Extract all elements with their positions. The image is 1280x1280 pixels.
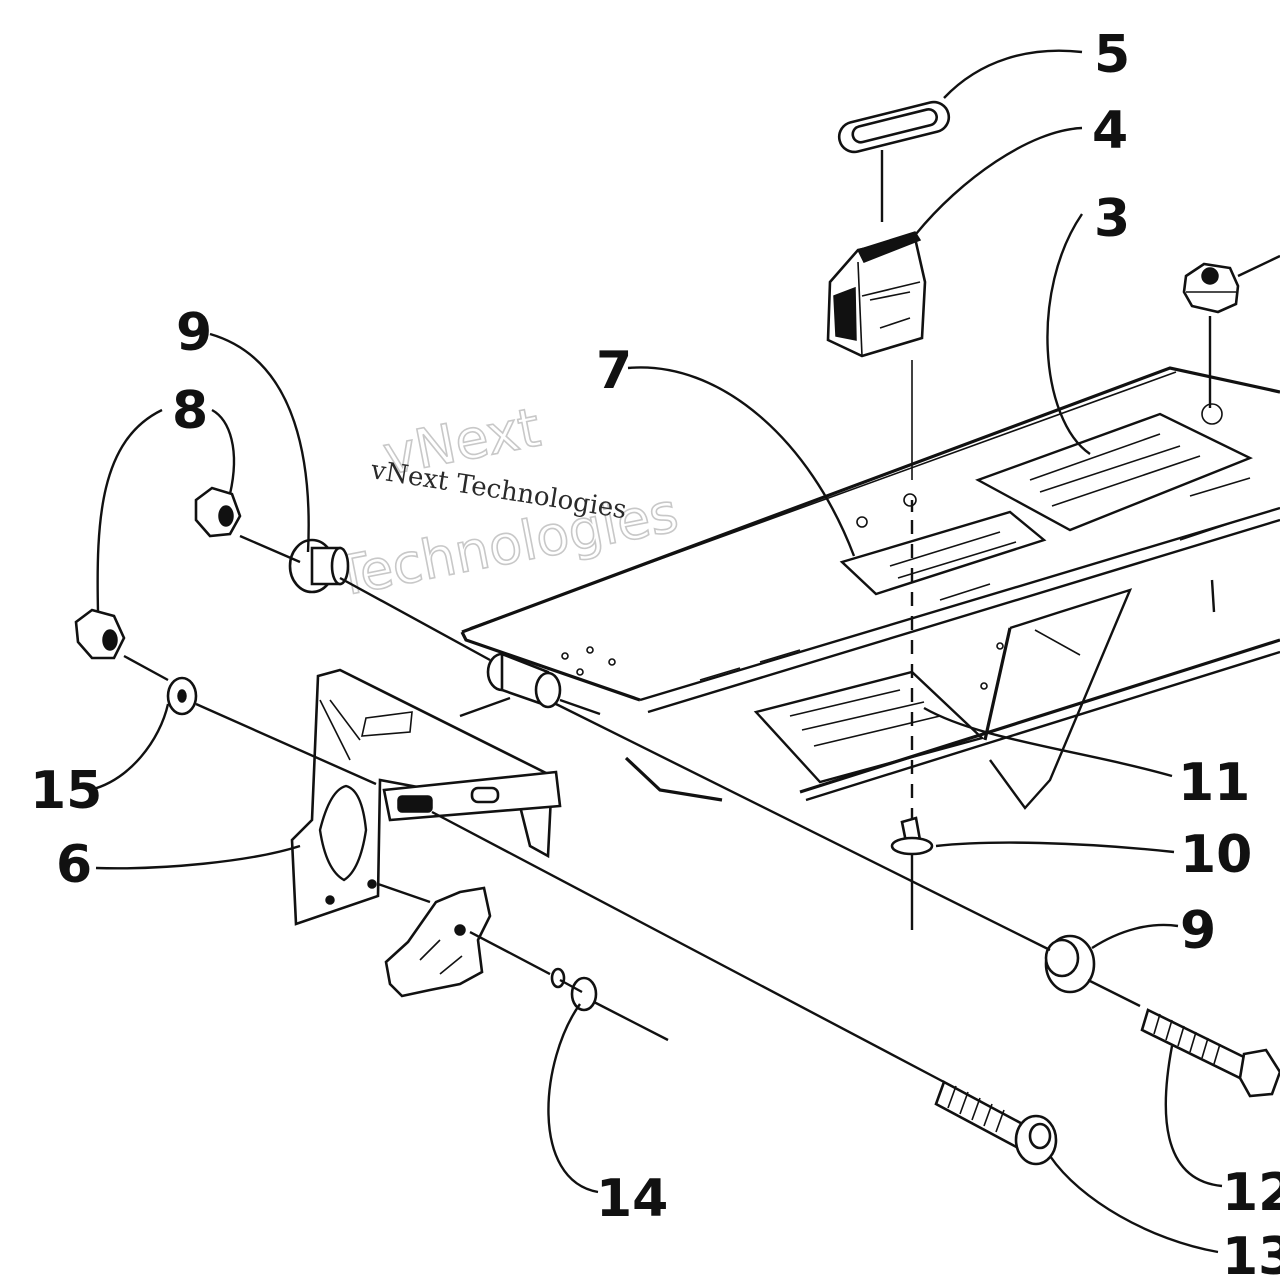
part-4-box [826,231,927,480]
callout-6: 6 [56,835,92,895]
part-14-plate [384,886,492,998]
part-13-bolt [934,1080,1058,1166]
part-15-washer [166,676,198,716]
callout-15: 15 [30,761,102,821]
tunnel-panel [460,366,1280,810]
part-9-lower-bushing [1044,934,1096,994]
part-10-rivet [890,816,934,930]
callout-5: 5 [1094,25,1130,85]
spacer-tube [486,652,562,709]
callout-7: 7 [596,341,632,401]
assembly-lines [123,500,1141,1084]
callout-12: 12 [1222,1163,1280,1223]
leader-lines [89,49,1223,1254]
part-5-cap [837,100,951,222]
part-9-upper-bushing [288,538,350,594]
callout-9-lower: 9 [1180,901,1216,961]
nut-top-right [1182,254,1280,408]
callout-labels: 5 4 3 9 7 8 15 6 11 10 9 14 12 13 [30,25,1280,1280]
callout-14: 14 [596,1169,668,1229]
part-12-bolt [1140,1008,1280,1098]
part-6-bracket [290,668,562,926]
part-8-upper-nut [194,486,242,538]
part-14-rivet [550,967,669,1042]
callout-4: 4 [1092,101,1128,161]
callout-3: 3 [1094,189,1130,249]
part-8-lower-nut [74,608,126,660]
callout-10: 10 [1180,825,1252,885]
callout-11: 11 [1178,753,1250,813]
callout-13: 13 [1222,1227,1280,1280]
callout-8: 8 [172,381,208,441]
callout-9-upper: 9 [176,303,212,363]
